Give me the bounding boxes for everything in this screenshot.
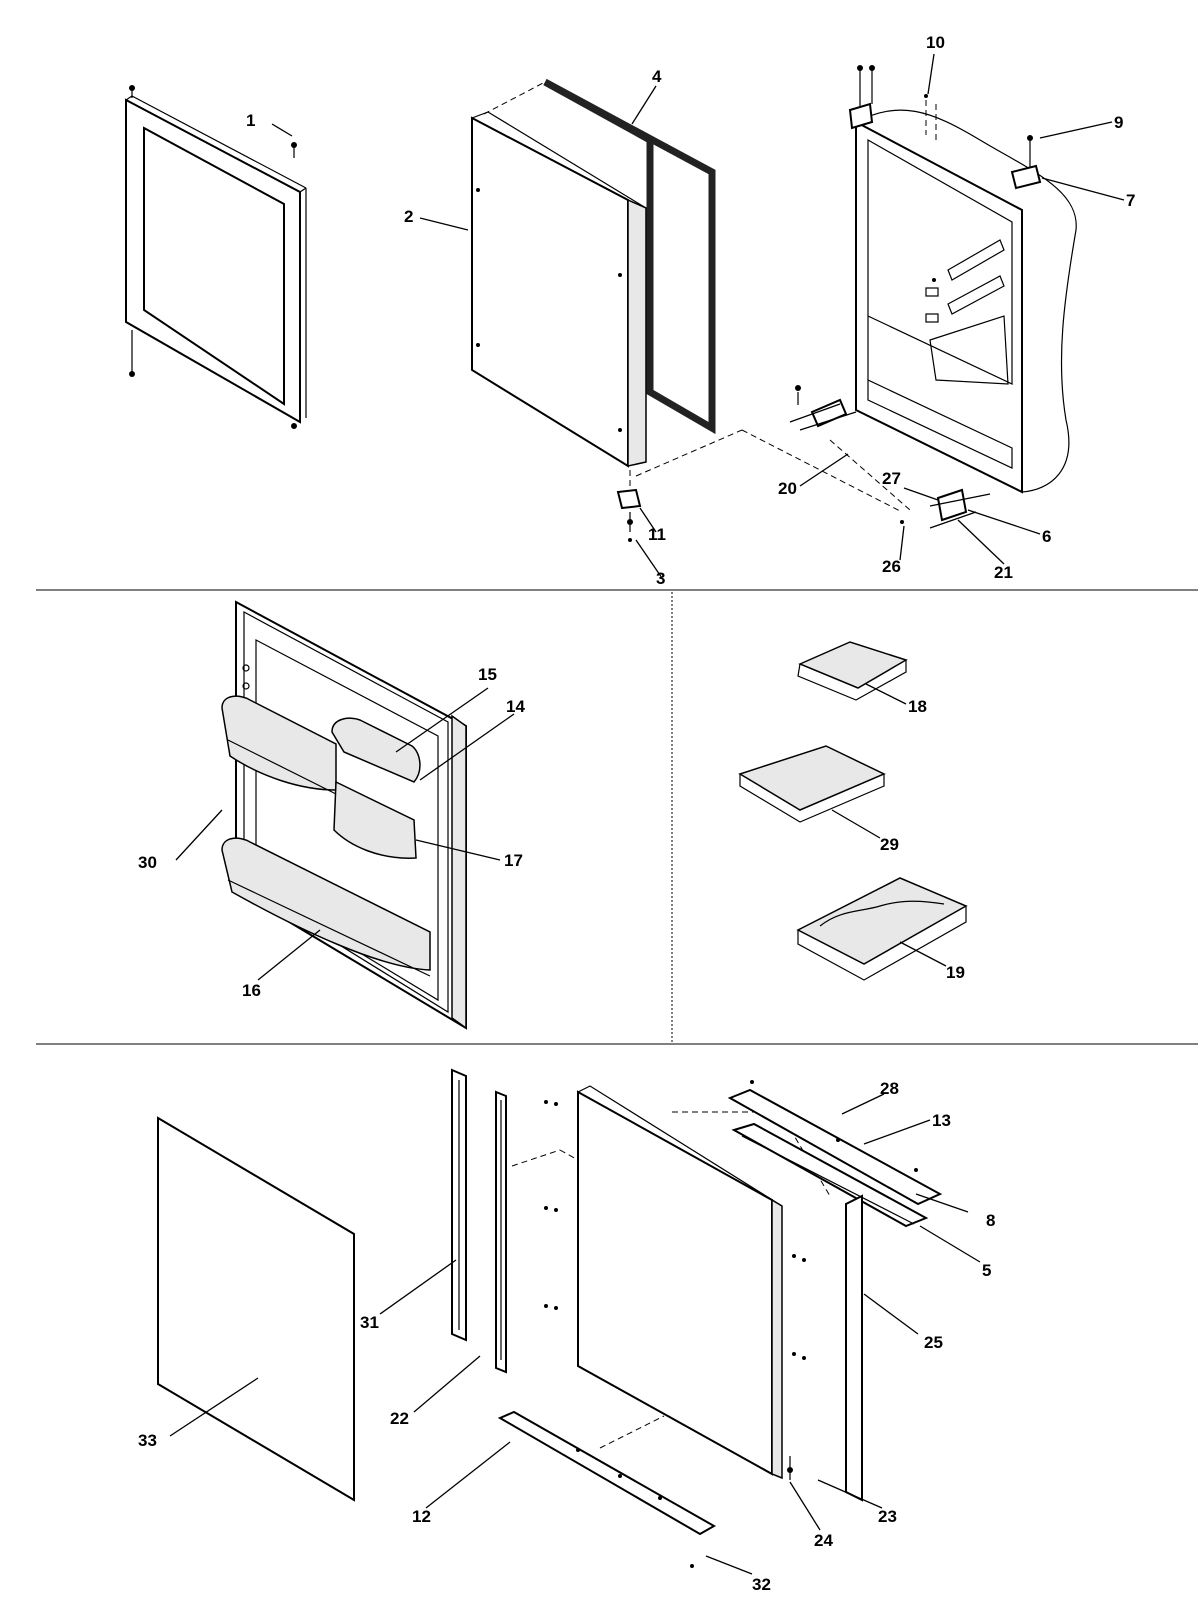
tray-19 <box>796 877 968 981</box>
callout-2: 2 <box>404 207 413 226</box>
callout-9: 9 <box>1114 113 1123 132</box>
cabinet-shell <box>855 109 1077 494</box>
callout-18: 18 <box>908 697 927 716</box>
callout-12: 12 <box>412 1507 431 1526</box>
callout-23: 23 <box>878 1507 897 1526</box>
callout-30: 30 <box>138 853 157 872</box>
callout-26: 26 <box>882 557 901 576</box>
callout-32: 32 <box>752 1575 771 1594</box>
callout-10: 10 <box>926 33 945 52</box>
callout-13: 13 <box>932 1111 951 1130</box>
callout-22: 22 <box>390 1409 409 1428</box>
leader-lines <box>169 53 1125 1575</box>
callout-7: 7 <box>1126 191 1135 210</box>
callout-19: 19 <box>946 963 965 982</box>
vertical-strip-25 <box>845 1194 863 1502</box>
top-rail-assembly <box>727 1080 943 1228</box>
callout-16: 16 <box>242 981 261 1000</box>
callout-5: 5 <box>982 1261 991 1280</box>
door-gasket <box>483 78 716 435</box>
callout-11: 11 <box>648 525 666 544</box>
callout-3: 3 <box>656 569 665 588</box>
shelf-18 <box>797 641 908 701</box>
shelf-29 <box>738 745 886 823</box>
callout-15: 15 <box>478 665 497 684</box>
vertical-trim-22 <box>495 1090 507 1374</box>
callout-17: 17 <box>504 851 523 870</box>
callout-6: 6 <box>1042 527 1051 546</box>
callout-27: 27 <box>882 469 901 488</box>
callout-28: 28 <box>880 1079 899 1098</box>
callout-25: 25 <box>924 1333 943 1352</box>
callout-21: 21 <box>994 563 1013 582</box>
vertical-trim-31 <box>451 1068 467 1342</box>
hinge-screws-23-24 <box>787 1456 793 1480</box>
callout-29: 29 <box>880 835 899 854</box>
door-interior-view <box>221 600 467 1030</box>
door-panel-33 <box>157 1116 355 1502</box>
callout-14: 14 <box>506 697 525 716</box>
lower-bracket-assembly <box>635 385 991 529</box>
callout-4: 4 <box>652 67 662 86</box>
lower-door-panel <box>511 1085 831 1480</box>
upper-hinge-assembly <box>848 65 1042 190</box>
callout-31: 31 <box>360 1313 379 1332</box>
callout-1: 1 <box>246 111 255 130</box>
door-frame-trim <box>125 85 307 429</box>
callout-8: 8 <box>986 1211 995 1230</box>
door-panel <box>470 111 647 468</box>
bottom-rail-assembly <box>497 1410 717 1568</box>
callout-33: 33 <box>138 1431 157 1450</box>
lower-hinge-bracket <box>616 470 642 542</box>
callout-20: 20 <box>778 479 797 498</box>
callout-24: 24 <box>814 1531 833 1550</box>
